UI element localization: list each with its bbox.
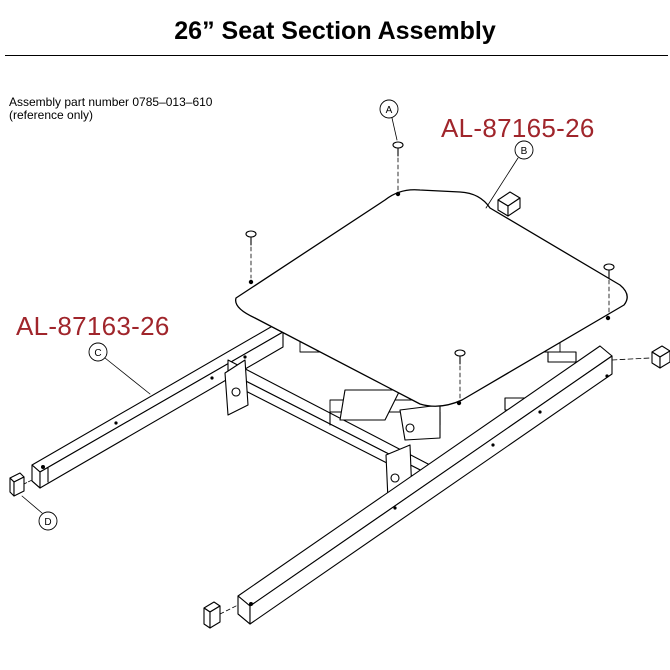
callout-b-label: B	[521, 146, 528, 157]
seat-plate	[234, 189, 628, 407]
title-rule	[5, 55, 668, 56]
reference-only-note: (reference only)	[9, 108, 94, 122]
diagram-title: 26” Seat Section Assembly	[174, 17, 496, 45]
screw-right	[603, 263, 615, 315]
callout-d-label: D	[44, 517, 51, 528]
frame-part-number: AL-87163-26	[16, 311, 170, 341]
screw-left	[245, 230, 257, 279]
right-side-rail	[237, 345, 613, 625]
callout-a: A	[379, 99, 399, 141]
screw-top	[392, 141, 404, 191]
end-cap-top	[497, 191, 521, 217]
callout-b: B	[485, 140, 534, 209]
screw-front	[454, 349, 466, 400]
end-cap-right	[611, 345, 670, 369]
end-cap-front	[203, 601, 239, 629]
end-cap-left	[9, 472, 33, 497]
mounting-screws	[245, 141, 615, 400]
seat-plate-part-number: AL-87165-26	[441, 113, 595, 143]
assembly-number-note: Assembly part number 0785–013–610	[9, 95, 213, 109]
left-side-rail	[31, 319, 284, 489]
callout-d: D	[21, 495, 58, 531]
cross-members	[224, 339, 577, 501]
callout-c-label: C	[94, 348, 101, 359]
callout-c: C	[88, 342, 151, 395]
end-caps	[9, 191, 670, 629]
callout-a-label: A	[386, 105, 393, 116]
